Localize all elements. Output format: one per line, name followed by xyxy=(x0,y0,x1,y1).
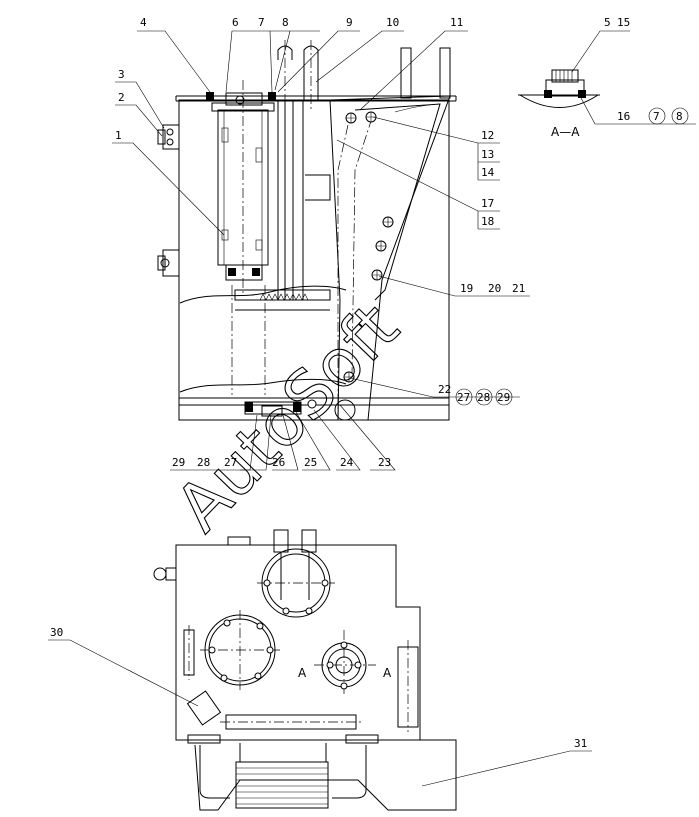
callout-24: 24 xyxy=(340,456,354,469)
filter-element xyxy=(217,109,269,266)
callout-25: 25 xyxy=(304,456,317,469)
callout-12: 12 xyxy=(481,129,494,142)
callout-29: 29 xyxy=(172,456,185,469)
callout-23: 23 xyxy=(378,456,391,469)
callout-4: 4 xyxy=(140,16,147,29)
lower-view: A A xyxy=(153,529,457,811)
upper-view xyxy=(157,40,457,421)
callout-28-circled: 28 xyxy=(477,391,490,404)
section-a-a: A—A xyxy=(518,69,600,139)
callout-20: 20 xyxy=(488,282,501,295)
callout-19: 19 xyxy=(460,282,473,295)
callout-2: 2 xyxy=(118,91,125,104)
callout-22: 22 xyxy=(438,383,451,396)
callout-8: 8 xyxy=(282,16,289,29)
callout-6: 6 xyxy=(232,16,239,29)
return-duct xyxy=(329,95,451,421)
callout-14: 14 xyxy=(481,166,495,179)
callout-26: 26 xyxy=(272,456,285,469)
section-marker-right: A xyxy=(383,666,392,680)
callout-28: 28 xyxy=(197,456,210,469)
callout-29-circled: 29 xyxy=(497,391,510,404)
callout-3: 3 xyxy=(118,68,125,81)
callout-10: 10 xyxy=(386,16,399,29)
callout-labels: 4 6 7 8 9 10 11 3 2 1 5 15 16 7 8 12 13 … xyxy=(50,16,689,750)
callout-1: 1 xyxy=(115,129,122,142)
callout-7-circled: 7 xyxy=(653,110,660,123)
callout-21: 21 xyxy=(512,282,525,295)
tank-side-view xyxy=(175,544,421,741)
callout-7: 7 xyxy=(258,16,265,29)
callout-15: 15 xyxy=(617,16,630,29)
callout-11: 11 xyxy=(450,16,463,29)
callout-16: 16 xyxy=(617,110,630,123)
callout-31: 31 xyxy=(574,737,587,750)
callout-18: 18 xyxy=(481,215,494,228)
leader-lines xyxy=(48,30,696,787)
callout-13: 13 xyxy=(481,148,494,161)
callout-8-circled: 8 xyxy=(676,110,683,123)
callout-17: 17 xyxy=(481,197,494,210)
section-marker-left: A xyxy=(298,666,307,680)
callout-27-circled: 27 xyxy=(457,391,470,404)
callout-27: 27 xyxy=(224,456,237,469)
callout-30: 30 xyxy=(50,626,63,639)
section-label: A—A xyxy=(551,125,580,139)
callout-5: 5 xyxy=(604,16,611,29)
watermark-text: AutoSoft xyxy=(161,289,413,546)
callout-9: 9 xyxy=(346,16,353,29)
